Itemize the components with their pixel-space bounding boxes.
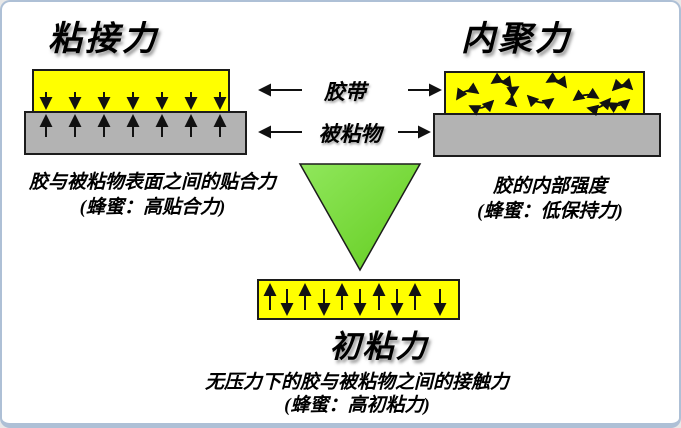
tack-title: 初粘力 — [329, 329, 429, 364]
tape-label: 胶带 — [324, 80, 366, 104]
adhesion-desc-line1: 胶与被粘物表面之间的贴合力 — [28, 172, 276, 193]
cohesion-description: 胶的内部强度 (蜂蜜：低保持力) — [425, 174, 675, 224]
tack-tape-layer — [257, 279, 460, 320]
adherend-label: 被粘物 — [318, 122, 382, 146]
cohesion-desc-line2: (蜂蜜：低保持力) — [477, 201, 623, 222]
cohesion-tape-layer — [444, 71, 645, 115]
tack-desc-line1: 无压力下的胶与被粘物之间的接触力 — [204, 372, 509, 393]
cohesion-substrate-layer — [433, 113, 661, 157]
adhesion-tape-layer — [32, 69, 230, 113]
tack-description: 无压力下的胶与被粘物之间的接触力 (蜂蜜：高初粘力) — [177, 371, 537, 417]
cohesion-title: 内聚力 — [461, 21, 572, 58]
adhesion-description: 胶与被粘物表面之间的贴合力 (蜂蜜：高贴合力) — [5, 170, 300, 220]
adhesion-title: 粘接力 — [48, 21, 159, 58]
pressure-triangle-icon — [298, 163, 422, 272]
cohesion-desc-line1: 胶的内部强度 — [492, 176, 607, 197]
adhesion-desc-line2: (蜂蜜：高贴合力) — [79, 197, 226, 218]
adhesion-substrate-layer — [24, 111, 247, 155]
tack-desc-line2: (蜂蜜：高初粘力) — [284, 395, 430, 416]
